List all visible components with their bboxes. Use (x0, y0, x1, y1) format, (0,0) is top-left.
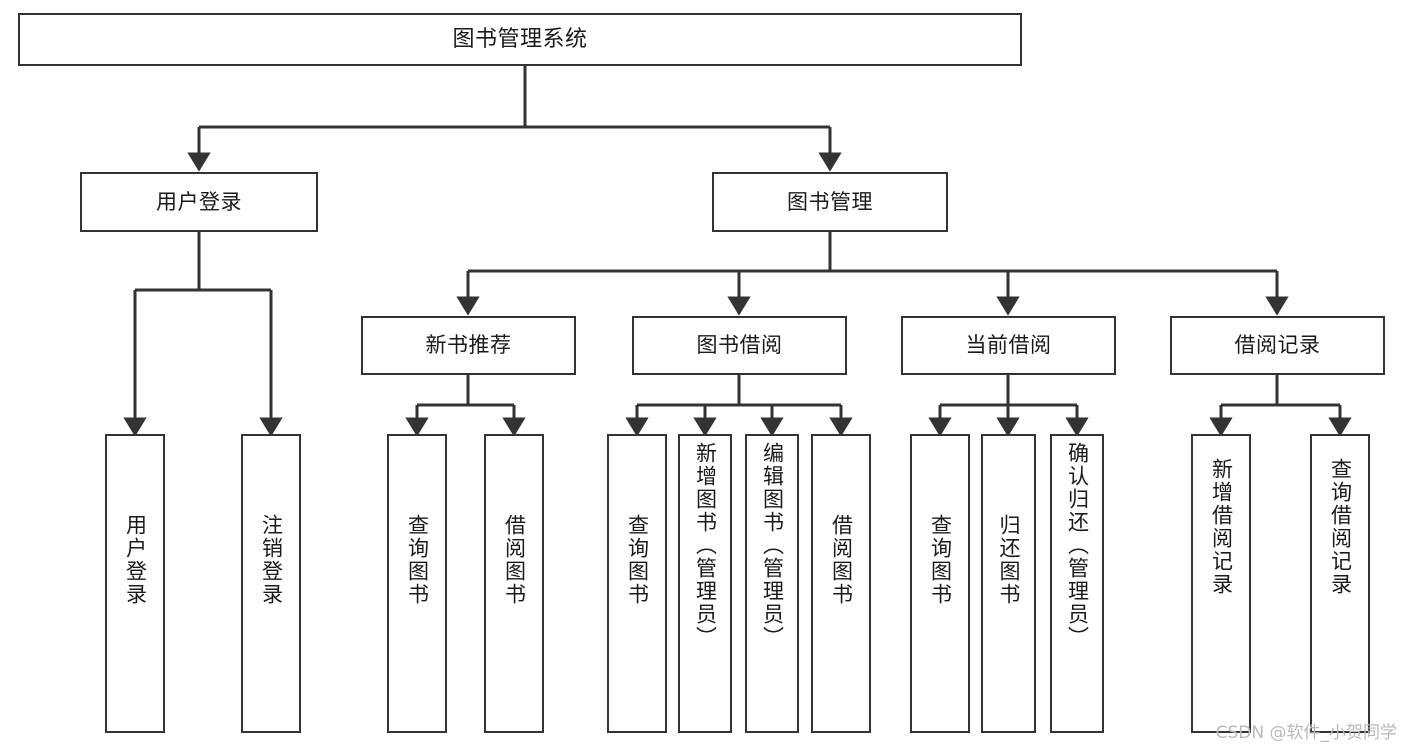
node-leaf-edit-book-label: 编辑图书（管理员） (760, 442, 785, 649)
node-leaf-borrow-book-2[interactable]: 借阅图书 (811, 434, 871, 733)
node-book-borrow[interactable]: 图书借阅 (632, 316, 847, 375)
node-leaf-add-record[interactable]: 新增借阅记录 (1191, 434, 1251, 733)
node-root[interactable]: 图书管理系统 (18, 13, 1022, 66)
node-current-borrow-label: 当前借阅 (965, 333, 1052, 358)
node-leaf-query-book-1[interactable]: 查询图书 (387, 434, 447, 733)
node-book-borrow-label: 图书借阅 (696, 333, 783, 358)
node-leaf-add-book-label: 新增图书（管理员） (693, 442, 718, 649)
node-book-management[interactable]: 图书管理 (712, 172, 948, 232)
node-leaf-confirm-return-label: 确认归还（管理员） (1065, 442, 1090, 649)
node-leaf-query-record-label: 查询借阅记录 (1328, 458, 1353, 596)
node-user-login[interactable]: 用户登录 (80, 172, 318, 232)
node-leaf-borrow-book-1[interactable]: 借阅图书 (484, 434, 544, 733)
node-leaf-query-book-3-label: 查询图书 (928, 514, 953, 606)
node-leaf-add-record-label: 新增借阅记录 (1209, 458, 1234, 596)
node-leaf-query-book-2-label: 查询图书 (625, 514, 650, 606)
csdn-watermark: CSDN @软件_小贺同学 (1215, 723, 1397, 743)
node-leaf-query-book-1-label: 查询图书 (405, 514, 430, 606)
node-borrow-record[interactable]: 借阅记录 (1170, 316, 1385, 375)
node-leaf-add-book[interactable]: 新增图书（管理员） (678, 434, 732, 733)
node-leaf-user-login[interactable]: 用户登录 (105, 434, 165, 733)
node-leaf-user-login-label: 用户登录 (123, 514, 148, 606)
node-leaf-return-book[interactable]: 归还图书 (981, 434, 1036, 733)
node-leaf-query-book-2[interactable]: 查询图书 (607, 434, 667, 733)
node-leaf-edit-book[interactable]: 编辑图书（管理员） (745, 434, 799, 733)
node-book-management-label: 图书管理 (787, 189, 873, 214)
node-borrow-record-label: 借阅记录 (1234, 333, 1321, 358)
node-root-label: 图书管理系统 (452, 26, 588, 52)
node-leaf-query-record[interactable]: 查询借阅记录 (1310, 434, 1370, 733)
node-leaf-logout-login[interactable]: 注销登录 (241, 434, 301, 733)
node-leaf-query-book-3[interactable]: 查询图书 (910, 434, 970, 733)
node-user-login-label: 用户登录 (156, 189, 242, 214)
node-leaf-logout-login-label: 注销登录 (259, 514, 284, 606)
node-new-book-recommend[interactable]: 新书推荐 (361, 316, 576, 375)
node-new-book-recommend-label: 新书推荐 (425, 333, 512, 358)
node-leaf-return-book-label: 归还图书 (997, 514, 1021, 606)
node-leaf-borrow-book-1-label: 借阅图书 (502, 514, 527, 606)
node-leaf-confirm-return[interactable]: 确认归还（管理员） (1050, 434, 1104, 733)
node-current-borrow[interactable]: 当前借阅 (901, 316, 1116, 375)
node-leaf-borrow-book-2-label: 借阅图书 (829, 514, 854, 606)
